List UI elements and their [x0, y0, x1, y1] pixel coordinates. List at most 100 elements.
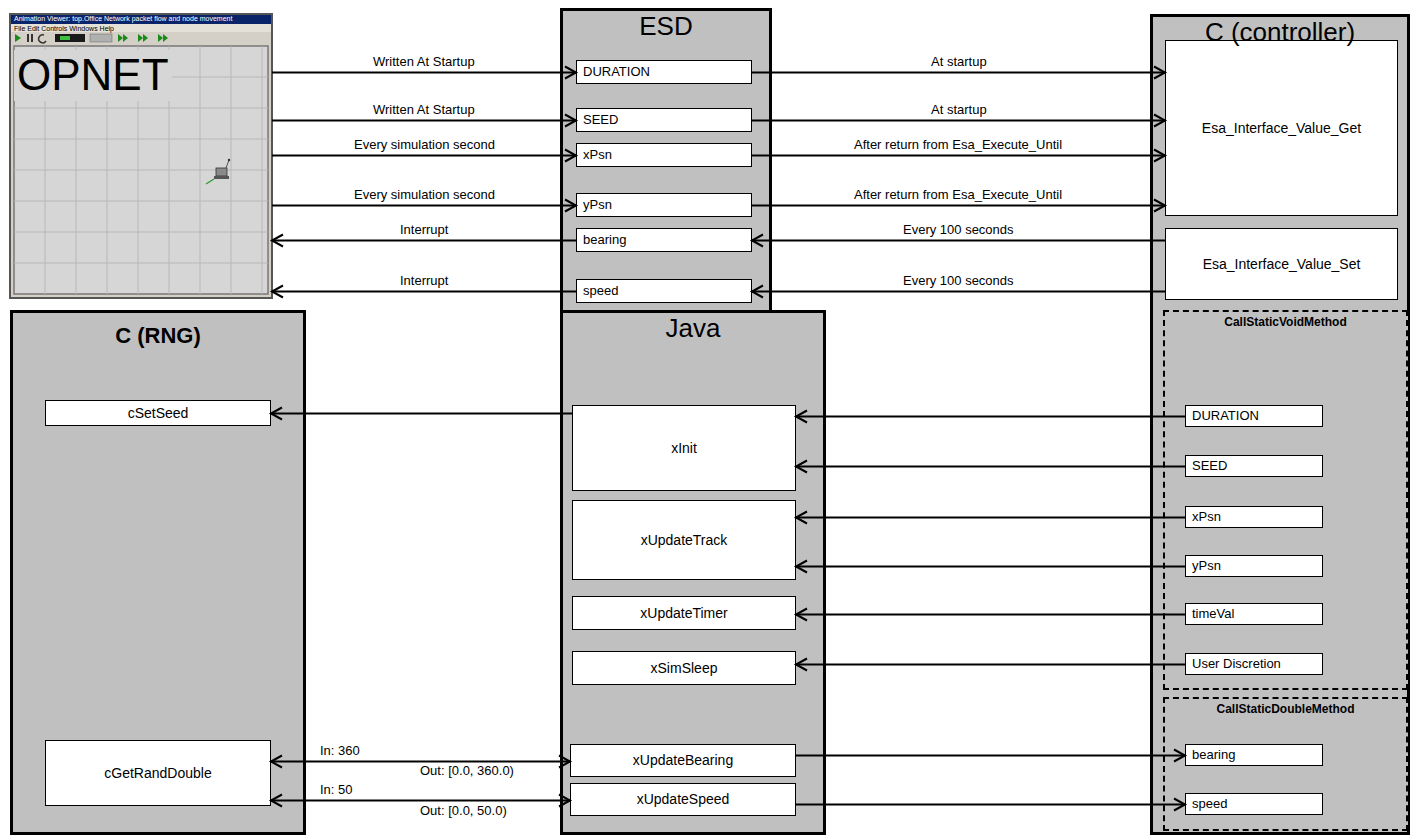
step-icon	[118, 34, 123, 42]
connector-label: Interrupt	[398, 274, 450, 289]
speed-slider	[60, 36, 70, 40]
arrow-head	[565, 67, 576, 79]
heading: C (controller)	[1153, 17, 1407, 48]
pause-icon	[31, 34, 33, 42]
connector-line	[752, 72, 1165, 74]
call-arg: timeVal	[1185, 603, 1323, 625]
box-label: xInit	[671, 440, 697, 456]
step-icon	[123, 34, 128, 42]
method-box: xInit	[572, 405, 796, 491]
tool-button	[90, 34, 112, 42]
interface-field: xPsn	[576, 143, 752, 167]
arrow-head	[796, 659, 807, 671]
connector-label: Every simulation second	[352, 188, 497, 203]
interface-field: SEED	[576, 108, 752, 132]
connector-label: Every simulation second	[352, 138, 497, 153]
menu-items: File Edit Controls Windows Help	[14, 25, 114, 33]
interface-field: bearing	[576, 228, 752, 252]
heading: OPNET	[14, 50, 172, 101]
function-box: cSetSeed	[45, 400, 271, 426]
connector-line	[796, 755, 1185, 757]
box-label: Esa_Interface_Value_Set	[1203, 256, 1361, 272]
connector-line	[272, 240, 576, 242]
connector-label: In: 360	[318, 744, 362, 759]
box-label: xUpdateSpeed	[637, 791, 730, 807]
heading: Java	[563, 313, 823, 344]
connector	[796, 799, 1185, 811]
heading: C (RNG)	[13, 313, 303, 348]
box-label: xPsn	[1192, 510, 1221, 525]
component-box: ESD DURATION SEED xPsn yPsn bearing speed	[560, 8, 772, 320]
connector-label: Every 100 seconds	[901, 274, 1016, 289]
connector-line	[752, 155, 1165, 157]
box-label: xSimSleep	[651, 660, 718, 676]
connector-line	[271, 800, 570, 802]
function-box: Esa_Interface_Value_Get	[1165, 40, 1398, 216]
arrow-head	[565, 115, 576, 127]
connector-line	[796, 664, 1185, 666]
box-label: bearing	[1192, 748, 1235, 763]
title-bar	[11, 15, 271, 24]
box-label: xUpdateTrack	[641, 532, 728, 548]
output-range: Out: [0.0, 360.0)	[420, 764, 514, 779]
arrow-head	[271, 756, 282, 768]
interface-field: yPsn	[576, 193, 752, 217]
connector-label: Every 100 seconds	[901, 223, 1016, 238]
box-label: SEED	[1192, 459, 1227, 474]
connector-line	[272, 155, 576, 157]
arrow-head	[1174, 799, 1185, 811]
call-arg: DURATION	[1185, 405, 1323, 427]
call-arg: SEED	[1185, 455, 1323, 477]
box-label: cGetRandDouble	[104, 765, 211, 781]
interface-field: DURATION	[576, 60, 752, 84]
box-label: xUpdateTimer	[640, 605, 727, 621]
step-icon	[158, 34, 163, 42]
box-label: speed	[1192, 797, 1227, 812]
connector-label: Written At Startup	[371, 103, 477, 118]
method-box: xUpdateTimer	[572, 596, 796, 630]
box-label: SEED	[583, 113, 618, 128]
box-label: yPsn	[1192, 559, 1221, 574]
screenshot-panel: OPNET	[10, 14, 272, 298]
call-arg: User Discretion	[1185, 653, 1323, 675]
play-icon	[15, 34, 21, 42]
connector-line	[796, 566, 1185, 568]
arrow-head	[796, 411, 807, 423]
arrow-head	[1174, 750, 1185, 762]
heading: CallStaticVoidMethod	[1165, 312, 1406, 330]
connector-label: At startup	[929, 103, 989, 118]
window-title: Animation Viewer: top.Office Network pac…	[14, 15, 232, 23]
arrow-head	[559, 756, 570, 768]
connector-label: In: 50	[318, 783, 355, 798]
arrow-head	[752, 235, 763, 247]
arrow-head	[752, 286, 763, 298]
speed-slider	[55, 34, 85, 42]
box-label: cSetSeed	[128, 405, 189, 421]
window-frame	[10, 14, 272, 298]
arrow-head	[796, 609, 807, 621]
function-box: Esa_Interface_Value_Set	[1165, 228, 1398, 300]
connector-line	[796, 416, 1185, 418]
call-arg: speed	[1185, 793, 1323, 815]
tool-bar	[11, 32, 271, 44]
connector-line	[752, 205, 1165, 207]
box-label: timeVal	[1192, 607, 1234, 622]
connector-label: Written At Startup	[371, 55, 477, 70]
step-icon	[138, 34, 143, 42]
step-icon	[143, 34, 148, 42]
method-box: xUpdateTrack	[572, 500, 796, 580]
box-label: xUpdateBearing	[633, 752, 733, 768]
connector-line	[796, 804, 1185, 806]
box-label: DURATION	[583, 65, 650, 80]
arrow-head	[559, 795, 570, 807]
connector	[796, 512, 1185, 524]
box-label: speed	[583, 284, 618, 299]
heading: CallStaticDoubleMethod	[1165, 699, 1406, 717]
heading: ESD	[563, 11, 769, 42]
box-label: Esa_Interface_Value_Get	[1202, 120, 1361, 136]
box-label: User Discretion	[1192, 657, 1281, 672]
connector-label: After return from Esa_Execute_Until	[852, 138, 1064, 153]
arrow-head	[271, 795, 282, 807]
connector-label: Interrupt	[398, 223, 450, 238]
arrow-head	[272, 286, 283, 298]
